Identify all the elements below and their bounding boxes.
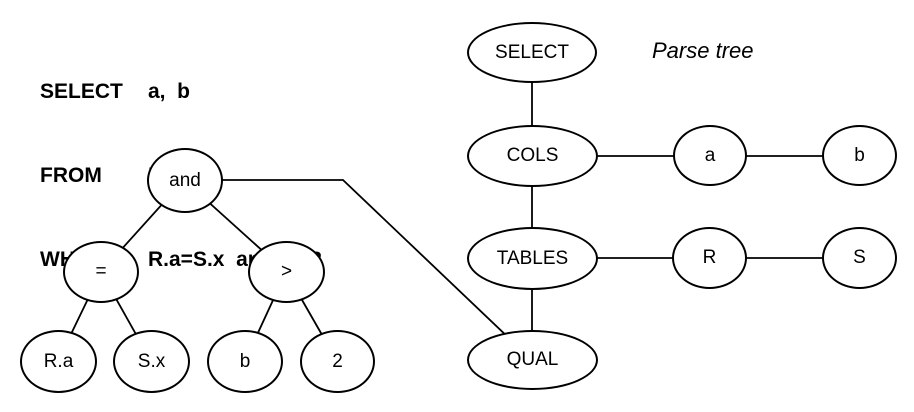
expr-node-equals: = xyxy=(63,241,139,303)
parse-node-qual: QUAL xyxy=(467,330,598,390)
parse-node-col-a: a xyxy=(673,125,747,186)
parse-node-table-s: S xyxy=(822,227,897,289)
parse-node-col-b: b xyxy=(822,125,897,186)
edge-and-qual xyxy=(184,179,533,361)
parse-node-table-r: R xyxy=(672,227,747,289)
sql-args-select: a, b xyxy=(148,80,191,103)
expr-node-two: 2 xyxy=(300,330,375,393)
expr-node-greater: > xyxy=(248,241,325,303)
parse-node-tables: TABLES xyxy=(467,227,598,290)
parse-tree-caption: Parse tree xyxy=(652,38,754,63)
sql-line-select: SELECT a, b xyxy=(40,78,322,106)
sql-keyword-select: SELECT xyxy=(40,80,123,103)
sql-keyword-from: FROM xyxy=(40,164,102,187)
parse-node-cols: COLS xyxy=(467,125,598,187)
expr-node-and: and xyxy=(147,148,223,213)
parse-node-select: SELECT xyxy=(467,22,597,83)
expr-node-sx: S.x xyxy=(113,330,190,393)
expr-node-b: b xyxy=(207,330,283,393)
expr-node-ra: R.a xyxy=(20,330,97,393)
